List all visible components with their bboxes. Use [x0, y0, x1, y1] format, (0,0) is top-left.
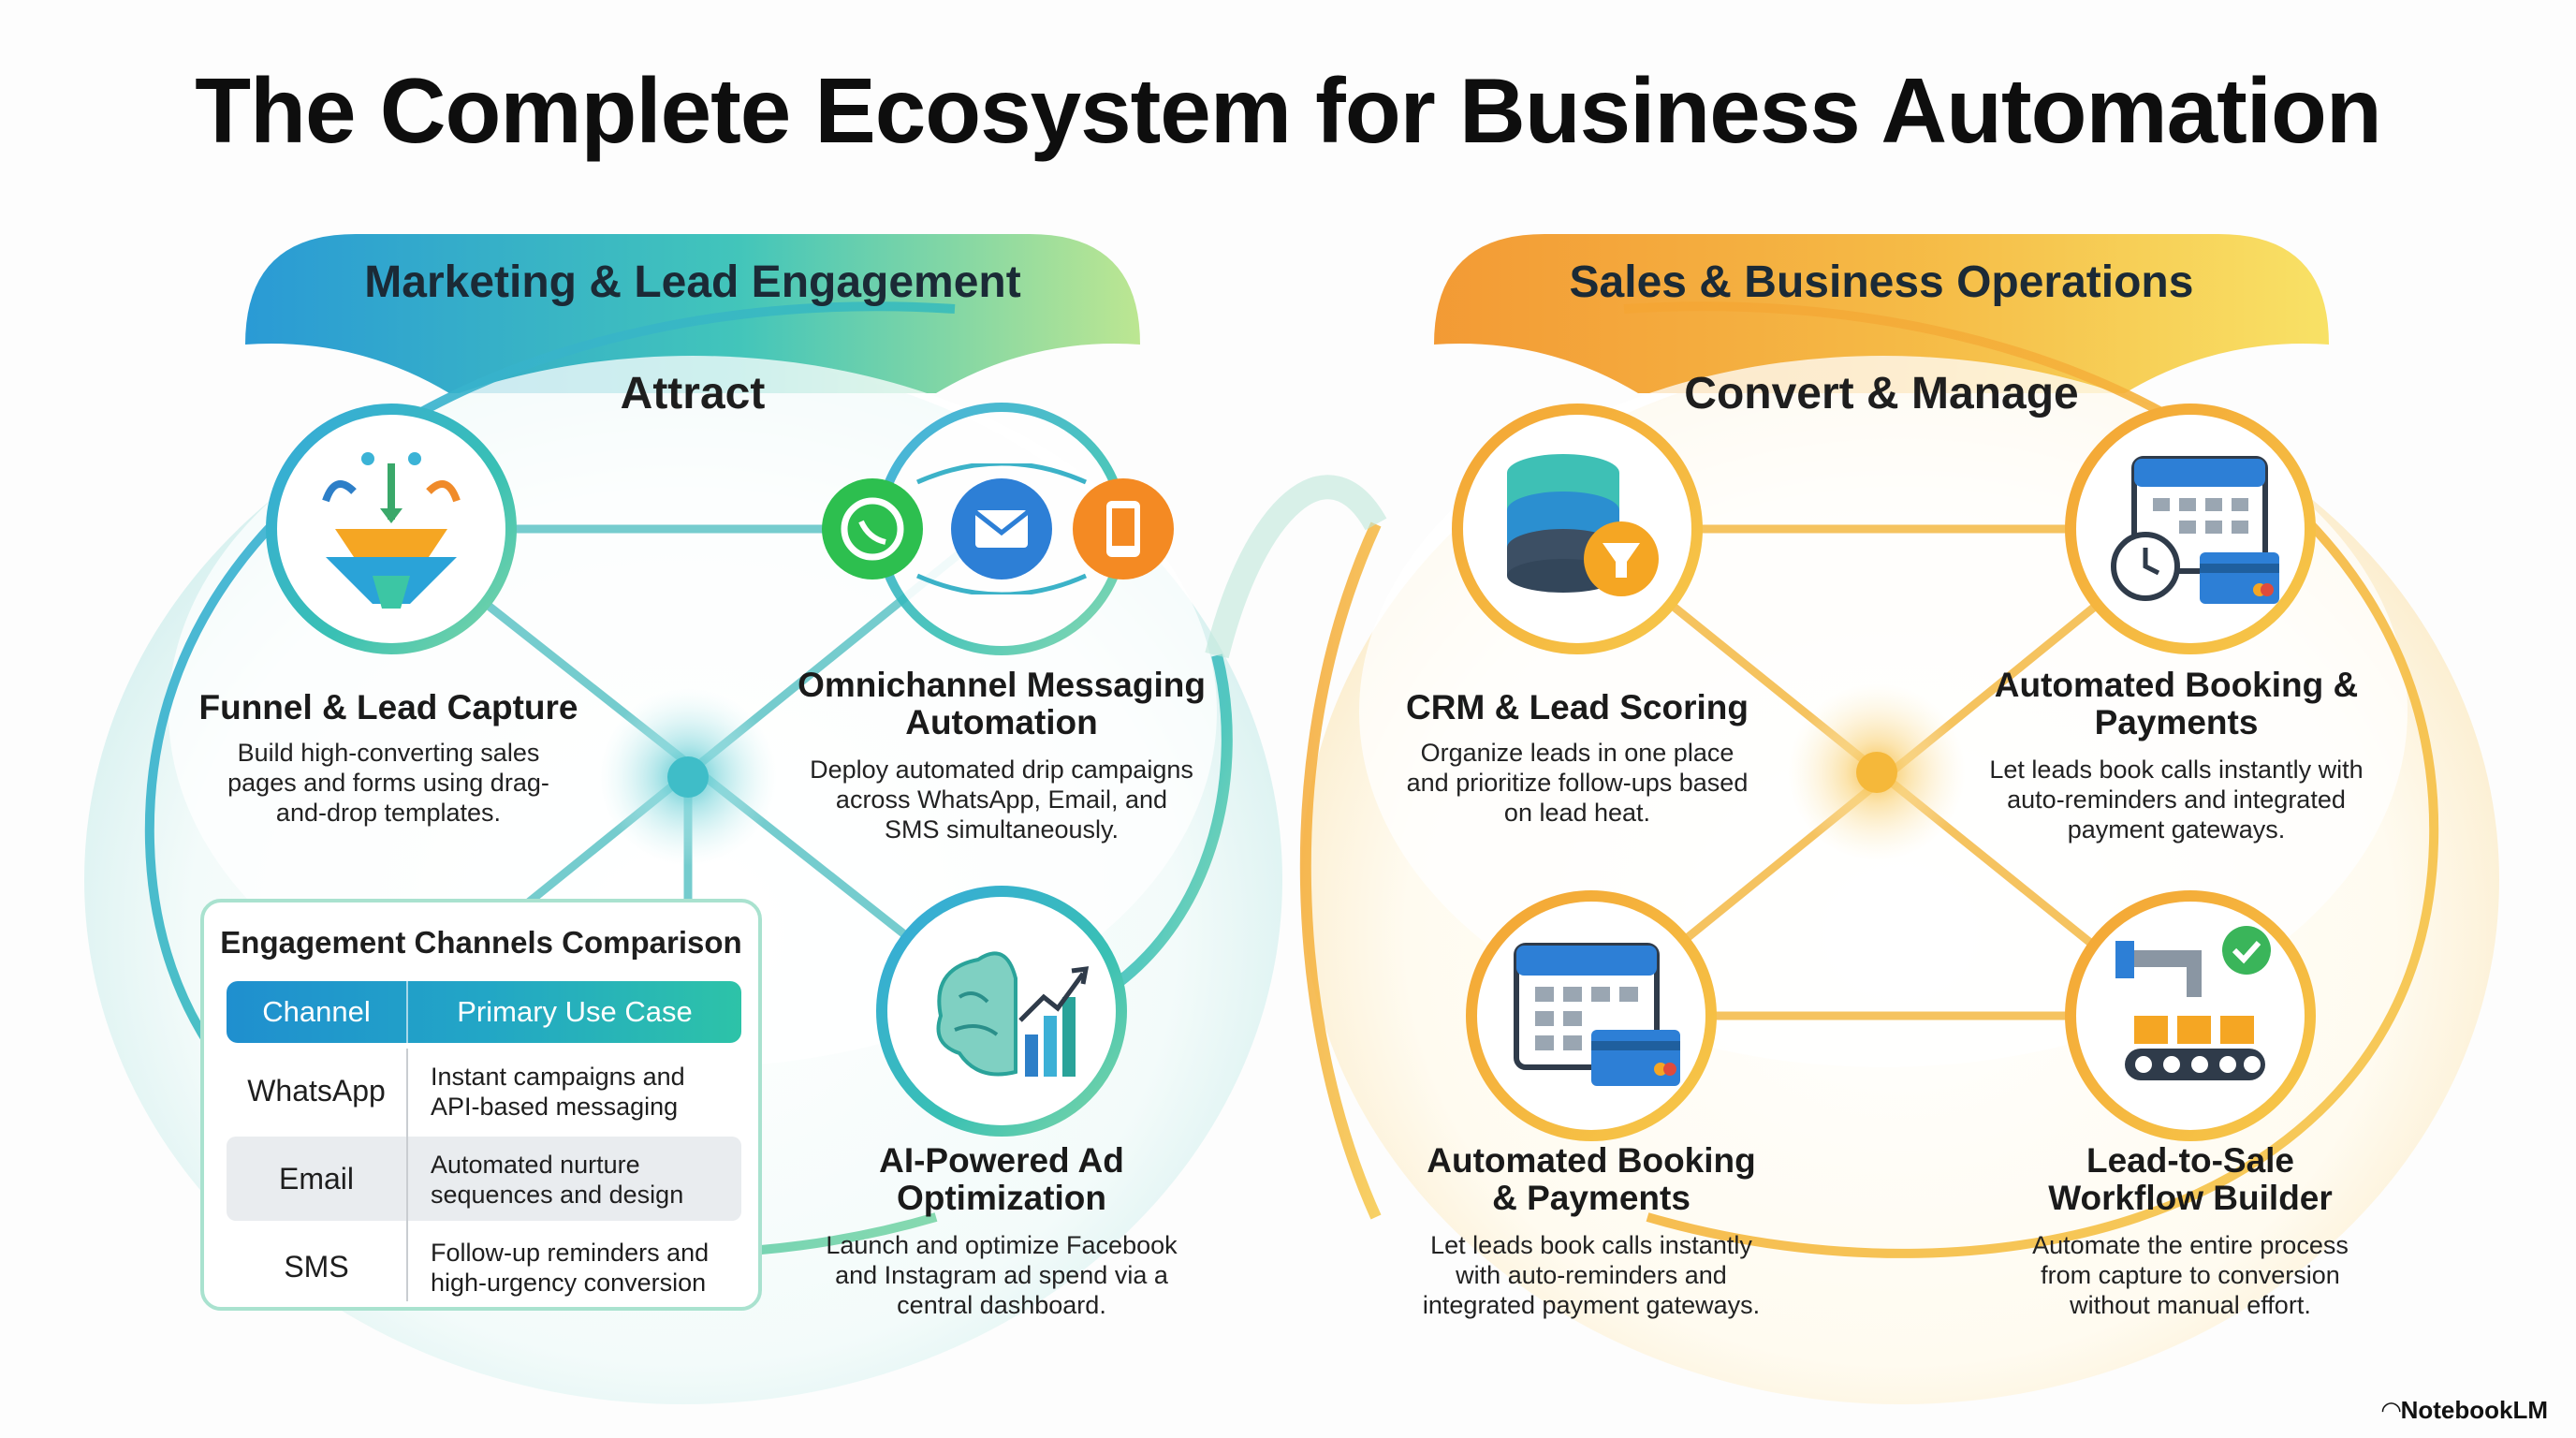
conveyor-workflow-icon	[2115, 926, 2271, 1080]
card-description: Automate the entire process from capture…	[2032, 1231, 2349, 1319]
cell-channel: WhatsApp	[247, 1074, 386, 1108]
card-title: Funnel & Lead Capture	[198, 688, 578, 726]
brain-chart-icon	[936, 951, 1090, 1077]
card-automated-booking-payments-bottom: Automated Booking & Payments Let leads b…	[1367, 1142, 1816, 1320]
cell-use-case: Follow-up reminders and high-urgency con…	[431, 1239, 710, 1297]
left-section-banner: Marketing & Lead Engagement	[364, 257, 1021, 307]
card-description: Organize leads in one place and prioriti…	[1406, 739, 1749, 827]
header-divider	[406, 981, 408, 1043]
calendar-clock-card-icon	[2111, 456, 2279, 604]
card-title: Omnichannel Messaging Automation	[798, 666, 1206, 741]
funnel-icon	[322, 452, 461, 609]
notebooklm-logo-icon: ◠	[2381, 1396, 2401, 1424]
brand-name: NotebookLM	[2400, 1396, 2548, 1424]
table-row: WhatsApp Instant campaigns and API-based…	[227, 1049, 741, 1133]
right-section-subtitle: Convert & Manage	[1684, 369, 2079, 418]
card-title: Automated Booking & Payments	[1994, 666, 2359, 741]
table-title: Engagement Channels Comparison	[220, 925, 742, 960]
cell-channel: SMS	[284, 1250, 349, 1284]
cell-use-case: Instant campaigns and API-based messagin…	[431, 1063, 685, 1121]
card-description: Build high-converting sales pages and fo…	[227, 739, 549, 827]
card-description: Let leads book calls instantly with auto…	[1422, 1231, 1761, 1319]
card-funnel-lead-capture: Funnel & Lead Capture Build high-convert…	[159, 689, 618, 828]
card-description: Deploy automated drip campaigns across W…	[810, 756, 1193, 844]
engagement-channels-table: Engagement Channels Comparison Channel P…	[200, 899, 762, 1311]
calendar-card-icon	[1514, 943, 1680, 1086]
left-section-subtitle: Attract	[620, 369, 766, 418]
card-title: AI-Powered Ad Optimization	[879, 1141, 1124, 1217]
column-divider	[406, 1049, 408, 1301]
card-title: Lead-to-Sale Workflow Builder	[2048, 1141, 2333, 1217]
table-row: Email Automated nurture sequences and de…	[227, 1137, 741, 1221]
card-crm-lead-scoring: CRM & Lead Scoring Organize leads in one…	[1348, 689, 1807, 828]
page-title: The Complete Ecosystem for Business Auto…	[195, 59, 2381, 162]
table-header: Channel Primary Use Case	[227, 981, 741, 1043]
card-title: CRM & Lead Scoring	[1406, 688, 1749, 726]
card-lead-to-sale-workflow: Lead-to-Sale Workflow Builder Automate t…	[1966, 1142, 2415, 1320]
header-channel: Channel	[262, 995, 371, 1028]
table-row: SMS Follow-up reminders and high-urgency…	[227, 1225, 741, 1309]
card-ai-ad-optimization: AI-Powered Ad Optimization Launch and op…	[777, 1142, 1226, 1320]
header-use-case: Primary Use Case	[457, 995, 693, 1028]
card-description: Launch and optimize Facebook and Instagr…	[826, 1231, 1178, 1319]
messaging-icons	[822, 463, 1174, 594]
notebooklm-brand: ◠ NotebookLM	[2382, 1396, 2548, 1425]
card-description: Let leads book calls instantly with auto…	[1989, 756, 2364, 844]
database-filter-icon	[1507, 454, 1659, 596]
card-automated-booking-payments-top: Automated Booking & Payments Let leads b…	[1928, 667, 2424, 844]
card-title: Automated Booking & Payments	[1427, 1141, 1756, 1217]
cell-use-case: Automated nurture sequences and design	[431, 1151, 684, 1209]
card-omnichannel-messaging: Omnichannel Messaging Automation Deploy …	[777, 667, 1226, 844]
right-section-banner: Sales & Business Operations	[1569, 257, 2194, 307]
cell-channel: Email	[278, 1162, 354, 1196]
